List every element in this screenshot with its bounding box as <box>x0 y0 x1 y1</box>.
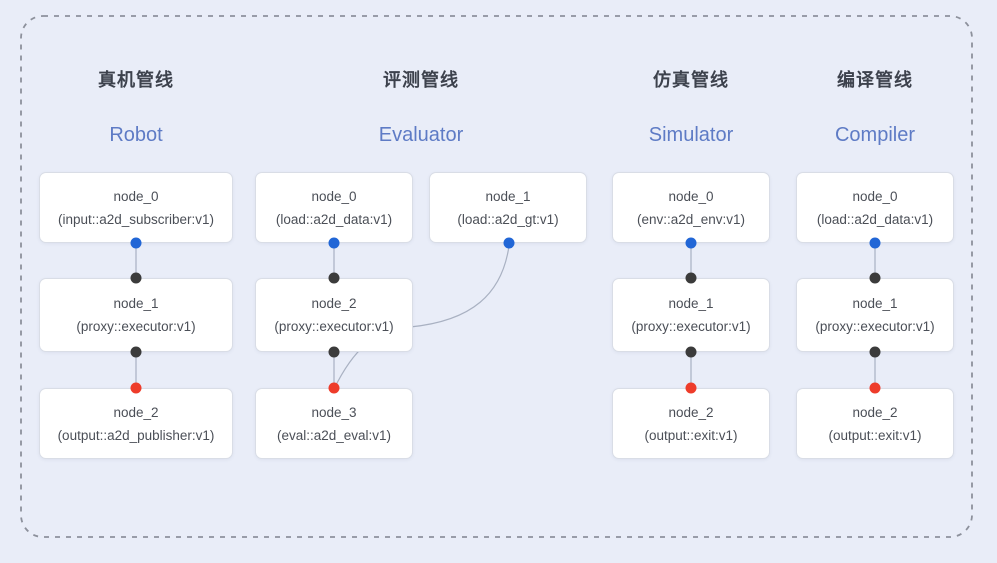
robot-node-1-input-port-dot <box>130 272 142 284</box>
evaluator-node-2-output-port-dot <box>328 346 340 358</box>
robot-node-2-card: node_2 (output::a2d_publisher:v1) <box>39 388 233 459</box>
node-type: (load::a2d_gt:v1) <box>457 211 559 227</box>
simulator-node-1-card: node_1 (proxy::executor:v1) <box>612 278 770 352</box>
robot-pipeline-title-en: Robot <box>109 124 163 146</box>
node-type: (input::a2d_subscriber:v1) <box>57 211 215 227</box>
simulator-node-1-input-port-dot <box>685 272 697 284</box>
evaluator-node-2-input-port-dot <box>328 272 340 284</box>
evaluator-pipeline-title-zh: 评测管线 <box>383 70 459 90</box>
compiler-node-0-card: node_0 (load::a2d_data:v1) <box>796 172 954 243</box>
node-name: node_2 <box>852 404 898 420</box>
compiler-node-1-output-port-dot <box>869 346 881 358</box>
robot-node-0-output-port-dot <box>130 237 142 249</box>
node-name: node_1 <box>852 296 898 311</box>
node-name: node_3 <box>311 404 357 420</box>
evaluator-pipeline-title-en: Evaluator <box>378 124 464 146</box>
node-type: (output::exit:v1) <box>644 427 738 443</box>
simulator-node-0-output-port-dot <box>685 237 697 249</box>
node-name: node_1 <box>668 296 714 311</box>
node-type: (proxy::executor:v1) <box>631 319 751 334</box>
robot-node-2-input-port-dot <box>130 382 142 394</box>
robot-node-1-output-port-dot <box>130 346 142 358</box>
compiler-pipeline-title-en: Compiler <box>834 124 916 146</box>
node-type: (proxy::executor:v1) <box>815 319 935 334</box>
compiler-node-0-output-port-dot <box>869 237 881 249</box>
node-name: node_0 <box>852 188 898 204</box>
node-type: (output::a2d_publisher:v1) <box>57 427 215 443</box>
evaluator-node-1-output-port-dot <box>503 237 515 249</box>
simulator-node-0-card: node_0 (env::a2d_env:v1) <box>612 172 770 243</box>
node-type: (load::a2d_data:v1) <box>816 211 934 227</box>
compiler-node-1-input-port-dot <box>869 272 881 284</box>
simulator-node-2-card: node_2 (output::exit:v1) <box>612 388 770 459</box>
node-type: (load::a2d_data:v1) <box>275 211 393 227</box>
node-type: (eval::a2d_eval:v1) <box>276 427 392 443</box>
node-name: node_2 <box>668 404 714 420</box>
evaluator-node-1-card: node_1 (load::a2d_gt:v1) <box>429 172 587 243</box>
node-name: node_0 <box>668 188 714 204</box>
evaluator-node-3-card: node_3 (eval::a2d_eval:v1) <box>255 388 413 459</box>
evaluator-node-3-input-port-dot <box>328 382 340 394</box>
node-type: (proxy::executor:v1) <box>76 319 196 334</box>
compiler-node-2-card: node_2 (output::exit:v1) <box>796 388 954 459</box>
evaluator-node-2-card: node_2 (proxy::executor:v1) <box>255 278 413 352</box>
robot-pipeline-title-zh: 真机管线 <box>98 70 174 90</box>
compiler-node-1-card: node_1 (proxy::executor:v1) <box>796 278 954 352</box>
simulator-node-1-output-port-dot <box>685 346 697 358</box>
node-name: node_0 <box>113 188 159 204</box>
robot-node-0-card: node_0 (input::a2d_subscriber:v1) <box>39 172 233 243</box>
node-type: (proxy::executor:v1) <box>274 319 394 334</box>
evaluator-node-0-card: node_0 (load::a2d_data:v1) <box>255 172 413 243</box>
diagram-dashed-border <box>20 15 973 538</box>
node-name: node_0 <box>311 188 357 204</box>
simulator-node-2-input-port-dot <box>685 382 697 394</box>
robot-node-1-card: node_1 (proxy::executor:v1) <box>39 278 233 352</box>
evaluator-node-0-output-port-dot <box>328 237 340 249</box>
node-name: node_1 <box>485 188 531 204</box>
node-type: (output::exit:v1) <box>828 427 922 443</box>
compiler-node-2-input-port-dot <box>869 382 881 394</box>
simulator-pipeline-title-en: Simulator <box>648 124 734 146</box>
simulator-pipeline-title-zh: 仿真管线 <box>653 70 729 90</box>
node-name: node_2 <box>311 296 357 311</box>
node-name: node_1 <box>113 296 159 311</box>
node-type: (env::a2d_env:v1) <box>636 211 746 227</box>
compiler-pipeline-title-zh: 编译管线 <box>837 70 913 90</box>
node-name: node_2 <box>113 404 159 420</box>
